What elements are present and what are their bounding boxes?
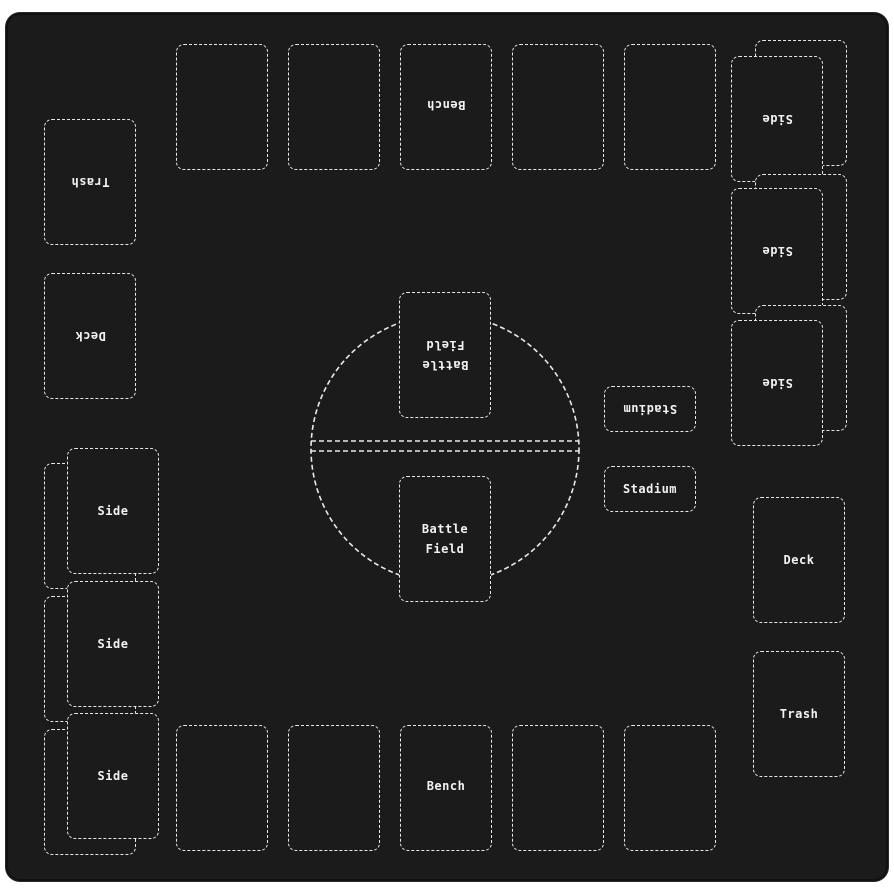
top-side-zone-1[interactable]: Side: [731, 56, 823, 182]
top-stadium-zone[interactable]: Stadium: [604, 386, 696, 432]
top-deck-label: Deck: [74, 329, 106, 343]
bottom-side-label-2: Side: [97, 637, 129, 651]
top-battle-field-zone[interactable]: Battle Field: [399, 292, 491, 418]
bottom-deck-label: Deck: [783, 553, 815, 567]
bottom-bench-slot-5[interactable]: [624, 725, 716, 851]
top-bench-label: Bench: [426, 98, 466, 112]
bottom-side-zone-2[interactable]: Side: [67, 581, 159, 707]
top-trash-label: Trash: [70, 175, 110, 189]
bottom-bench-slot-1[interactable]: [176, 725, 268, 851]
bottom-side-label-3: Side: [97, 769, 129, 783]
bottom-side-zone-1[interactable]: Side: [67, 448, 159, 574]
bottom-bench-slot-2[interactable]: [288, 725, 380, 851]
bottom-battle-field-zone[interactable]: Battle Field: [399, 476, 491, 602]
bottom-bench-slot-3[interactable]: [400, 725, 492, 851]
top-side-zone-3[interactable]: Side: [731, 320, 823, 446]
top-bench-slot-1[interactable]: [176, 44, 268, 170]
bottom-side-zone-3[interactable]: Side: [67, 713, 159, 839]
bottom-trash-label: Trash: [779, 707, 819, 721]
top-side-zone-2[interactable]: Side: [731, 188, 823, 314]
top-trash-zone[interactable]: Trash: [44, 119, 136, 245]
top-side-label-1: Side: [761, 112, 793, 126]
bottom-bench-slot-4[interactable]: [512, 725, 604, 851]
top-side-label-3: Side: [761, 376, 793, 390]
bottom-stadium-label: Stadium: [622, 482, 678, 496]
bottom-deck-zone[interactable]: Deck: [753, 497, 845, 623]
top-bench-slot-2[interactable]: [288, 44, 380, 170]
bottom-bench-label: Bench: [426, 779, 466, 793]
bottom-trash-zone[interactable]: Trash: [753, 651, 845, 777]
top-stadium-label: Stadium: [622, 402, 678, 416]
top-deck-zone[interactable]: Deck: [44, 273, 136, 399]
playmat: Bench Trash Deck Side Side Side Battle F…: [6, 13, 888, 881]
bottom-stadium-zone[interactable]: Stadium: [604, 466, 696, 512]
bottom-side-label-1: Side: [97, 504, 129, 518]
top-side-label-2: Side: [761, 244, 793, 258]
top-bench-slot-3[interactable]: [400, 44, 492, 170]
bottom-battle-field-label: Battle Field: [421, 522, 469, 556]
top-battle-field-label: Battle Field: [421, 338, 469, 372]
top-bench-slot-5[interactable]: [624, 44, 716, 170]
top-bench-slot-4[interactable]: [512, 44, 604, 170]
